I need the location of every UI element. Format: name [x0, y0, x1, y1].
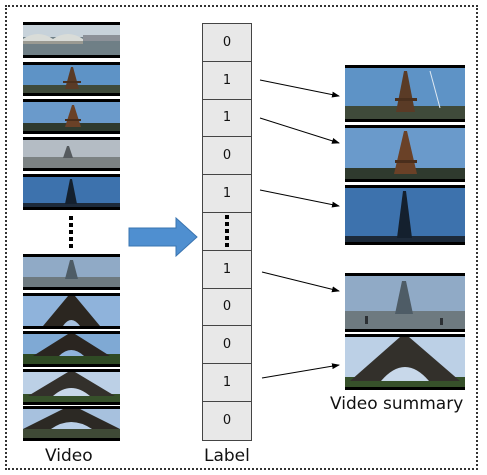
- label-column: 0 1 1 0 1 1 0 0 1 0: [202, 23, 252, 441]
- caption-summary: Video summary: [330, 394, 464, 414]
- video-frame-eiffel-5: [23, 331, 120, 367]
- summary-frame-4: [345, 273, 465, 332]
- label-cell: 0: [203, 326, 251, 365]
- label-cell: 1: [203, 100, 251, 138]
- video-frame-eiffel-1: [23, 62, 120, 96]
- label-ellipsis: [203, 213, 251, 251]
- summary-frame-5: [345, 334, 465, 390]
- label-cell: 1: [203, 62, 251, 100]
- video-frame-eiffel-3: [23, 254, 120, 290]
- label-cell: 0: [222, 413, 232, 429]
- video-frame-silhouette: [23, 174, 120, 210]
- label-cell: 0: [203, 137, 251, 176]
- video-frame-plaza: [23, 137, 120, 171]
- diagram-frame: [5, 5, 478, 470]
- label-cell: 1: [203, 175, 251, 213]
- label-cell: 1: [203, 364, 251, 402]
- summary-frame-2: [345, 125, 465, 182]
- label-cell: 0: [203, 24, 251, 62]
- summary-frame-1: [345, 65, 465, 122]
- label-cell: 0: [203, 289, 251, 327]
- video-ellipsis: [69, 216, 73, 251]
- video-frame-eiffel-7: [23, 406, 120, 441]
- video-frame-bridge: [23, 22, 120, 58]
- summary-frame-3: [345, 185, 465, 245]
- caption-video: Video: [45, 446, 93, 466]
- label-cell: 1: [203, 251, 251, 289]
- video-frame-eiffel-6: [23, 369, 120, 405]
- video-frame-eiffel-4: [23, 293, 120, 329]
- caption-label: Label: [204, 446, 250, 466]
- video-frame-eiffel-2: [23, 99, 120, 134]
